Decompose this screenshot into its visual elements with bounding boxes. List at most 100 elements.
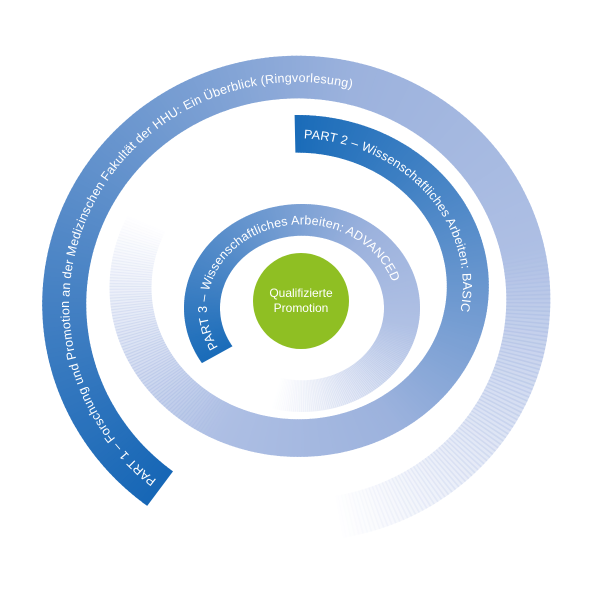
ring-segment <box>297 380 301 412</box>
ring-segment <box>299 380 302 412</box>
ring-segment <box>81 414 122 443</box>
ring-segment <box>197 256 231 275</box>
ring-segment <box>269 207 282 239</box>
ring-segment <box>295 380 300 412</box>
ring-segment <box>470 162 510 191</box>
ring-segment <box>188 327 224 339</box>
ring-segment <box>56 371 100 392</box>
ring-segment <box>324 377 337 409</box>
ring-segment <box>365 242 396 264</box>
ring-segment <box>464 415 504 446</box>
ring-segment <box>414 179 450 206</box>
ring-segment <box>325 416 338 455</box>
ring-segment <box>165 381 198 411</box>
ring-segment <box>176 82 203 123</box>
ring-segment <box>412 368 448 396</box>
ring-segment <box>216 406 239 442</box>
ring-segment <box>232 222 256 250</box>
ring-segment <box>398 159 430 190</box>
ring-segment <box>478 395 520 421</box>
ring-segment <box>334 373 352 404</box>
ring-segment <box>385 148 415 181</box>
ring-segment <box>187 326 224 337</box>
ring-segment <box>114 317 157 331</box>
ring-segment <box>379 143 407 177</box>
ring-segment <box>484 191 527 216</box>
ring-segment <box>184 315 221 321</box>
center-label-line1: Qualifizierte <box>269 286 333 300</box>
ring-segment <box>344 493 360 536</box>
ring-segment <box>72 401 114 428</box>
ring-segment <box>307 418 315 457</box>
ring-segment <box>302 380 307 412</box>
ring-segment <box>462 418 502 449</box>
ring-segment <box>326 376 341 408</box>
ring-segment <box>254 212 271 242</box>
ring-segment <box>355 229 382 255</box>
ring-segment <box>444 254 487 265</box>
ring-segment <box>242 60 258 104</box>
ring-segment <box>196 340 230 357</box>
ring-segment <box>60 207 104 229</box>
ring-segment <box>222 408 243 445</box>
ring-segment <box>196 398 223 433</box>
ring-segment <box>75 176 117 203</box>
ring-segment <box>341 370 361 400</box>
ring-segment <box>410 370 446 398</box>
ring-segment <box>193 335 228 351</box>
center-label-line2: Promotion <box>274 301 329 315</box>
ring-segment <box>263 208 278 240</box>
ring-segment <box>496 226 541 245</box>
ring-segment <box>364 404 388 440</box>
ring-segment <box>428 204 468 226</box>
ring-segment <box>451 432 488 465</box>
ring-segment <box>109 285 152 290</box>
ring-segment <box>307 380 313 412</box>
ring-segment <box>50 354 94 371</box>
ring-segment <box>492 210 536 232</box>
ring-segment <box>386 391 416 424</box>
ring-segment <box>103 437 140 471</box>
ring-segment <box>442 123 477 158</box>
ring-segment <box>146 365 183 392</box>
ring-segment <box>378 332 413 346</box>
ring-segment <box>113 313 156 325</box>
ring-segment <box>372 138 398 173</box>
ring-segment <box>381 284 418 294</box>
ring-segment <box>374 483 397 525</box>
ring-segment <box>397 473 424 513</box>
ring-segment <box>403 377 438 407</box>
ring-segment <box>352 409 373 446</box>
ring-segment <box>348 366 372 394</box>
ring-segment <box>309 418 318 457</box>
ring-segment <box>105 440 143 474</box>
ring-segment <box>495 222 540 242</box>
ring-segment <box>438 231 481 247</box>
ring-segment <box>196 258 230 276</box>
ring-segment <box>466 155 505 185</box>
ring-segment <box>64 388 107 412</box>
ring-segment <box>109 274 152 281</box>
ring-segment <box>109 290 152 296</box>
ring-segment <box>195 261 229 278</box>
ring-segment <box>125 116 160 152</box>
ring-segment <box>191 270 226 284</box>
ring-segment <box>229 63 247 106</box>
ring-segment <box>363 132 387 168</box>
ring-segment <box>357 360 384 385</box>
ring-segment <box>322 417 335 455</box>
ring-segment <box>208 403 232 439</box>
ring-segment <box>436 332 478 350</box>
ring-segment <box>164 89 193 129</box>
ring-segment <box>168 86 196 127</box>
ring-segment <box>346 220 369 249</box>
ring-segment <box>504 264 549 276</box>
ring-segment <box>289 204 296 237</box>
ring-segment <box>426 351 465 374</box>
ring-segment <box>345 411 363 449</box>
ring-segment <box>82 165 123 193</box>
ring-segment <box>391 476 417 517</box>
ring-segment <box>405 167 439 197</box>
ring-segment <box>135 108 168 145</box>
ring-segment <box>439 234 482 249</box>
